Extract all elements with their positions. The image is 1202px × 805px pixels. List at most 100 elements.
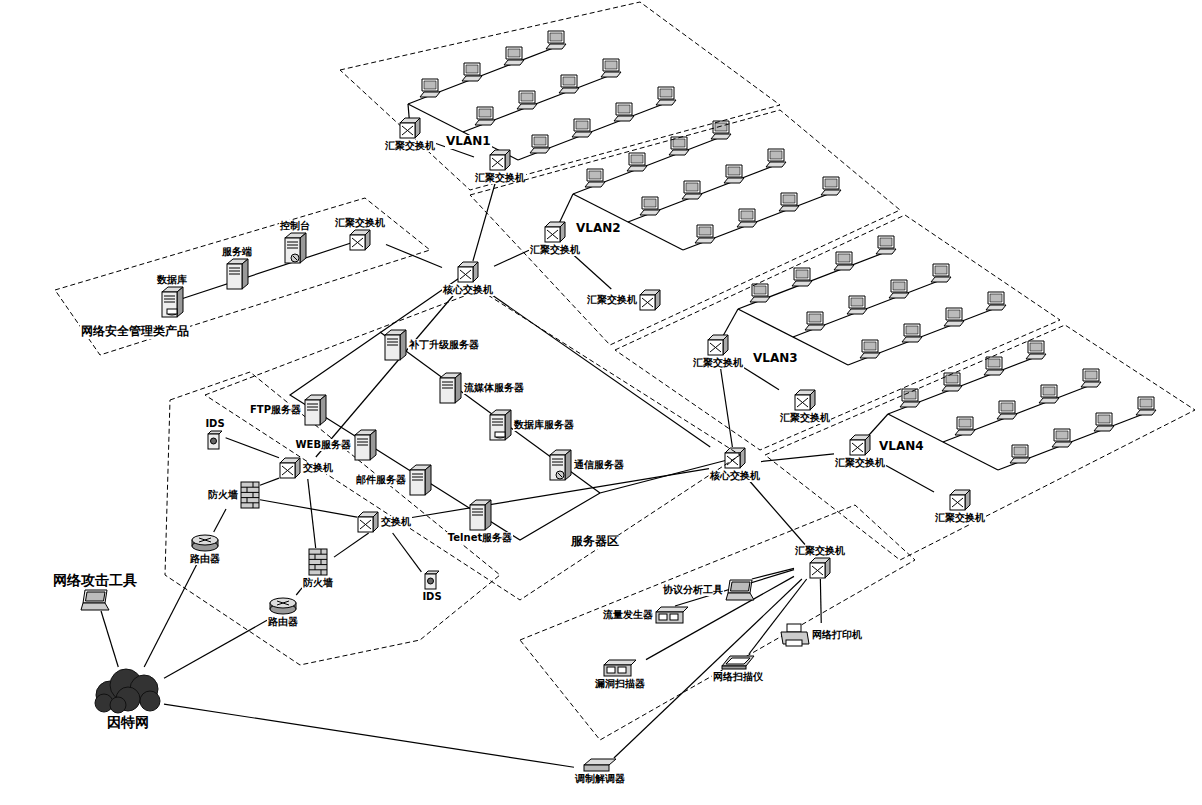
line-art [534,137,546,145]
device-icon [191,532,219,552]
line-art [387,339,398,340]
line-art [270,598,296,608]
line-art [618,667,626,673]
line-art [360,520,371,529]
line-art [550,33,562,41]
line-art [750,297,770,302]
line-art [1010,458,1030,463]
line-art [1012,445,1028,457]
line-art [865,435,870,455]
device-label: 核心交换机 [709,470,761,482]
line-art [1030,343,1042,351]
line-art [205,290,740,600]
device-label: 因特网 [106,714,150,730]
device-label: 控制台 [279,220,311,232]
line-art [81,603,109,610]
line-art [1081,369,1101,387]
zone-region: VLAN4汇聚交换机汇聚交换机 [765,325,1195,560]
line-art [891,280,907,292]
line-art [750,284,770,302]
line-art [1098,415,1110,423]
line-art [546,44,566,49]
device-label: 网络攻击工具 [52,572,138,588]
line-art [931,264,951,282]
region-outline [615,215,1060,450]
line-art [741,211,753,219]
network-device: 服务端 [221,246,253,291]
line-art [490,155,505,170]
line-art [847,296,867,314]
line-art [805,325,825,330]
line-art [1140,399,1152,407]
line-art [998,413,1146,470]
line-art [373,512,378,532]
line-art [836,252,852,264]
line-art [942,386,962,391]
line-art [320,395,326,425]
line-art [291,254,299,262]
network-device: 路由器 [189,532,221,565]
line-art [860,353,880,358]
network-link [721,369,733,448]
network-device: 通信服务器 [548,449,625,481]
line-art [463,75,611,132]
network-link [386,244,442,267]
line-art [508,49,520,57]
line-art [460,270,471,279]
line-art [321,570,322,575]
network-link [412,469,709,518]
device-label: 汇聚交换机 [384,140,436,152]
device-icon [457,261,479,283]
line-art [988,292,1004,304]
network-link [101,611,118,667]
line-art [615,215,1060,450]
line-art [988,359,1000,367]
line-art [793,280,941,337]
line-art [740,448,745,468]
line-art [640,295,655,310]
line-art [1054,429,1070,441]
line-art [164,299,175,300]
line-art [726,658,750,664]
network-device: 调制解调器 [574,758,626,785]
device-icon [949,489,971,511]
line-art [585,169,605,187]
line-art [631,155,643,163]
line-art [556,471,564,479]
region-outline [470,110,900,345]
line-art [442,388,453,389]
line-art [1085,371,1097,379]
line-art [422,79,438,91]
line-art [307,407,318,408]
line-art [601,59,621,77]
line-art [731,582,751,591]
line-art [810,563,825,578]
region-label: VLAN1 [445,135,492,149]
line-art [604,660,636,665]
line-art [850,440,865,455]
line-art [737,222,757,227]
line-art [410,470,425,495]
line-art [684,181,700,193]
line-art [984,370,1004,375]
device-label: 汇聚交换机 [529,244,581,256]
line-art [726,165,742,177]
line-art [400,123,415,138]
device-label: 流量发生器 [602,609,654,621]
line-art [944,373,960,385]
line-art [455,373,461,403]
line-art [280,463,295,478]
device-label: 协议分析工具 [662,584,724,596]
line-art [900,402,920,407]
zone-region: 服务器区补丁升级服务器流媒体服务器数据库服务器通信服务器FTP服务器WEB服务器… [205,290,740,600]
line-art [365,230,370,250]
network-link [164,704,574,767]
line-art [812,566,823,575]
line-art [550,455,565,480]
line-art [640,197,660,215]
line-art [552,465,563,466]
line-art [783,195,795,203]
device-icon [399,117,421,139]
device-icon [707,334,729,356]
